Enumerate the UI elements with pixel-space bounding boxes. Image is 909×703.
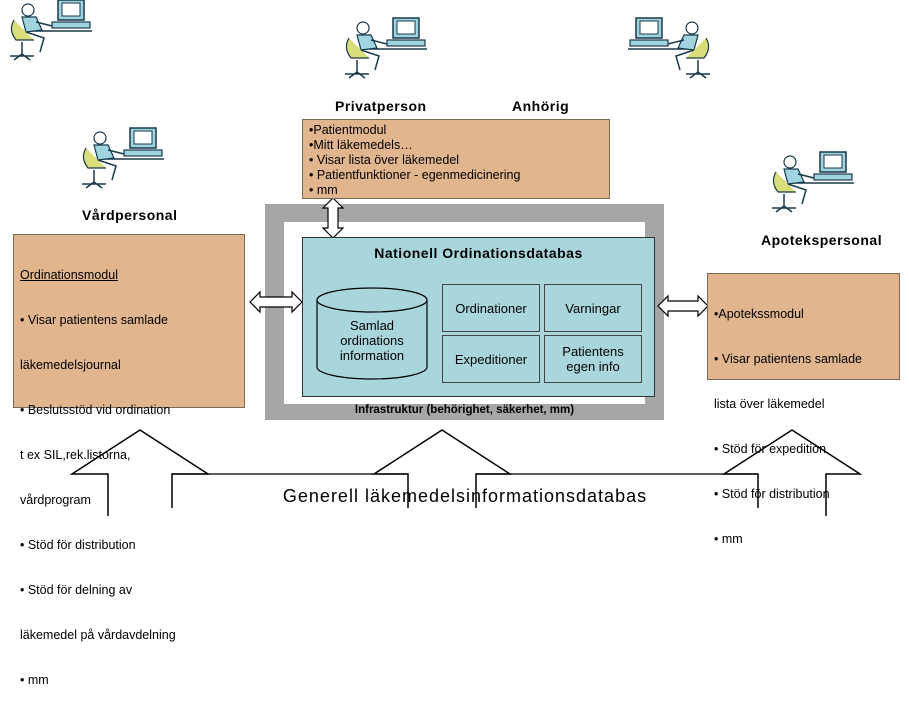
list-item: • Visar patientens samlade — [714, 352, 862, 366]
role-apotekspersonal: Apotekspersonal — [761, 232, 883, 248]
list-item: • mm — [714, 532, 743, 546]
list-item: •Patientmodul — [309, 123, 387, 137]
list-item: • Stöd för distribution — [20, 538, 136, 552]
cylinder-line: Samlad — [349, 318, 395, 333]
cylinder-label: Samlad ordinations information — [317, 318, 427, 363]
cell-varningar: Varningar — [544, 284, 642, 332]
cylinder-line: information — [339, 348, 405, 363]
list-item: • Stöd för distribution — [714, 487, 830, 501]
list-item: • Patientfunktioner - egenmedicinering — [309, 168, 521, 182]
list-item: t ex SIL,rek.listorna, — [20, 448, 131, 462]
role-anhorig: Anhörig — [512, 98, 570, 114]
vardpersonal-module-box: Ordinationsmodul • Visar patientens saml… — [13, 234, 245, 687]
cell-line: egen info — [566, 359, 620, 374]
cell-line: Patientens — [562, 344, 624, 359]
list-item: • Visar lista över läkemedel — [309, 153, 460, 167]
cell-patientens-egen-info: Patientens egen info — [544, 335, 642, 383]
list-item: • Beslutsstöd vid ordination — [20, 403, 171, 417]
list-item: • mm — [20, 673, 49, 687]
list-item: • Stöd för delning av — [20, 583, 133, 597]
list-item: •Mitt läkemedels… — [309, 138, 413, 152]
cell-expeditioner: Expeditioner — [442, 335, 540, 383]
cell-ordinationer: Ordinationer — [442, 284, 540, 332]
list-item: • Visar patientens samlade — [20, 313, 168, 327]
role-privatperson: Privatperson — [335, 98, 427, 114]
apotekspersonal-module-box: •Apotekssmodul • Visar patientens samlad… — [707, 273, 900, 546]
person-at-computer-icon — [10, 0, 92, 61]
module-heading: Ordinationsmodul — [20, 268, 118, 282]
list-item: • mm — [309, 183, 338, 197]
cylinder-line: ordinations — [340, 333, 404, 348]
database-title: Nationell Ordinationsdatabas — [374, 245, 583, 261]
list-item: •Apotekssmodul — [714, 307, 804, 321]
list-item: vårdprogram — [20, 493, 91, 507]
role-vardpersonal: Vårdpersonal — [82, 207, 178, 223]
privatperson-module-box: •Patientmodul •Mitt läkemedels… • Visar … — [302, 119, 610, 199]
right-double-arrow — [657, 294, 709, 318]
list-item: • Stöd för expedition — [714, 442, 827, 456]
list-item: läkemedel på vårdavdelning — [20, 628, 176, 642]
infrastructure-label: Infrastruktur (behörighet, säkerhet, mm) — [354, 404, 575, 416]
list-item: lista över läkemedel — [714, 397, 825, 411]
general-database-label: Generell läkemedelsinformationsdatabas — [282, 486, 648, 506]
list-item: läkemedelsjournal — [20, 358, 121, 372]
